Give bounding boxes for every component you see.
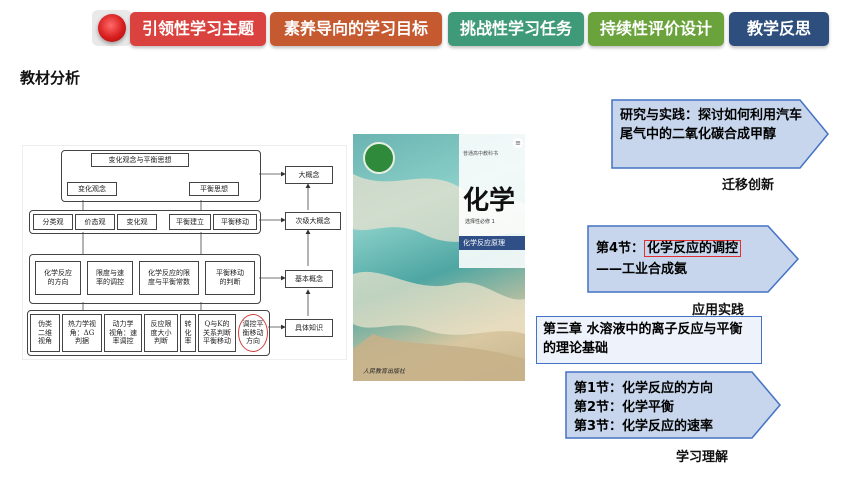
node-sub-right: 平衡思想	[189, 182, 239, 196]
book-subtitle: 化学反应原理	[463, 239, 505, 247]
node-r4-2: 动力学 视角：速 率调控	[104, 314, 142, 352]
level-specific-knowledge: 具体知识	[285, 319, 333, 337]
node-r4-0: 伪类 二维 视角	[30, 314, 60, 352]
node-top: 变化观念与平衡思想	[91, 153, 189, 167]
sections-1-3-list: 第1节：化学反应的方向 第2节：化学平衡 第3节：化学反应的速率	[574, 379, 764, 436]
research-practice-text: 研究与实践：探讨如何利用汽车尾气中的二氧化碳合成甲醇	[620, 108, 803, 142]
book-title: 化学	[463, 186, 516, 216]
book-volume: 选择性必修 1	[465, 219, 495, 225]
top-navigation-bar: 引领性学习主题 素养导向的学习目标 挑战性学习任务 持续性评价设计 教学反思	[0, 0, 860, 62]
node-r3-3: 平衡移动 的判断	[205, 261, 255, 295]
book-subtitle-band	[459, 236, 525, 250]
tab-learning-goals[interactable]: 素养导向的学习目标	[270, 12, 442, 46]
textbook-cover: 普通高中教科书 化学 选择性必修 1 化学反应原理 ≡ 人民教育出版社	[353, 134, 525, 381]
row4-group	[27, 310, 270, 356]
node-r4-4: 转 化 率	[180, 314, 196, 352]
caption-transfer-innovation: 迁移创新	[722, 178, 775, 193]
node-r2-4: 平衡移动	[213, 214, 257, 230]
node-r4-3: 反应限 度大小 判断	[144, 314, 178, 352]
tab-teaching-reflection[interactable]: 教学反思	[729, 12, 829, 46]
row3-group	[29, 254, 261, 304]
tab-evaluation-design[interactable]: 持续性评价设计	[588, 12, 724, 46]
node-r2-3: 平衡建立	[169, 214, 211, 230]
caption-learning-understanding: 学习理解	[676, 450, 729, 465]
section4-suffix: ——工业合成氨	[596, 262, 688, 277]
section4-prefix: 第4节：	[596, 241, 645, 256]
concept-map-diagram: 变化观念与平衡思想 变化观念 平衡思想 分类观 价态观 变化观 平衡建立 平衡移…	[22, 145, 347, 360]
node-sub-left: 变化观念	[67, 182, 117, 196]
node-r3-0: 化学反应 的方向	[35, 261, 81, 295]
publisher-emblem-icon	[363, 142, 395, 174]
section4-text: 第4节：化学反应的调控 ——工业合成氨	[596, 238, 796, 280]
node-r2-1: 价态观	[75, 214, 115, 230]
menu-icon: ≡	[513, 138, 523, 148]
node-r2-2: 变化观	[117, 214, 157, 230]
level-basic-concept: 基本概念	[285, 270, 333, 288]
node-r3-2: 化学反应的限 度与平衡常数	[139, 261, 199, 295]
section4-highlight: 化学反应的调控	[644, 240, 742, 257]
row2-group	[29, 210, 261, 234]
caption-applied-practice: 应用实践	[692, 303, 745, 318]
section-title: 教材分析	[20, 69, 81, 87]
section3-item: 第3节：化学反应的速率	[574, 419, 714, 434]
book-publisher: 人民教育出版社	[363, 368, 406, 375]
node-r4-5: Q与K的 关系判断 平衡移动	[198, 314, 236, 352]
tab-challenge-tasks[interactable]: 挑战性学习任务	[448, 12, 584, 46]
section2-item: 第2节：化学平衡	[574, 400, 675, 415]
node-r2-0: 分类观	[33, 214, 73, 230]
level-big-concept: 大概念	[285, 166, 333, 184]
chapter3-box: 第三章 水溶液中的离子反应与平衡的理论基础	[536, 316, 762, 364]
node-r3-1: 限度与速 率的调控	[87, 261, 133, 295]
top-group	[61, 150, 261, 202]
logo-icon	[98, 14, 126, 42]
cover-art	[353, 174, 525, 381]
section1-item: 第1节：化学反应的方向	[574, 381, 714, 396]
node-r4-6-circled: 调控平 衡移动 方向	[238, 314, 268, 352]
level-secondary-concept: 次级大概念	[285, 212, 341, 230]
node-r4-1: 热力学视 角：ΔG 判据	[62, 314, 102, 352]
book-series: 普通高中教科书	[463, 151, 499, 157]
tab-leading-topic[interactable]: 引领性学习主题	[130, 12, 266, 46]
